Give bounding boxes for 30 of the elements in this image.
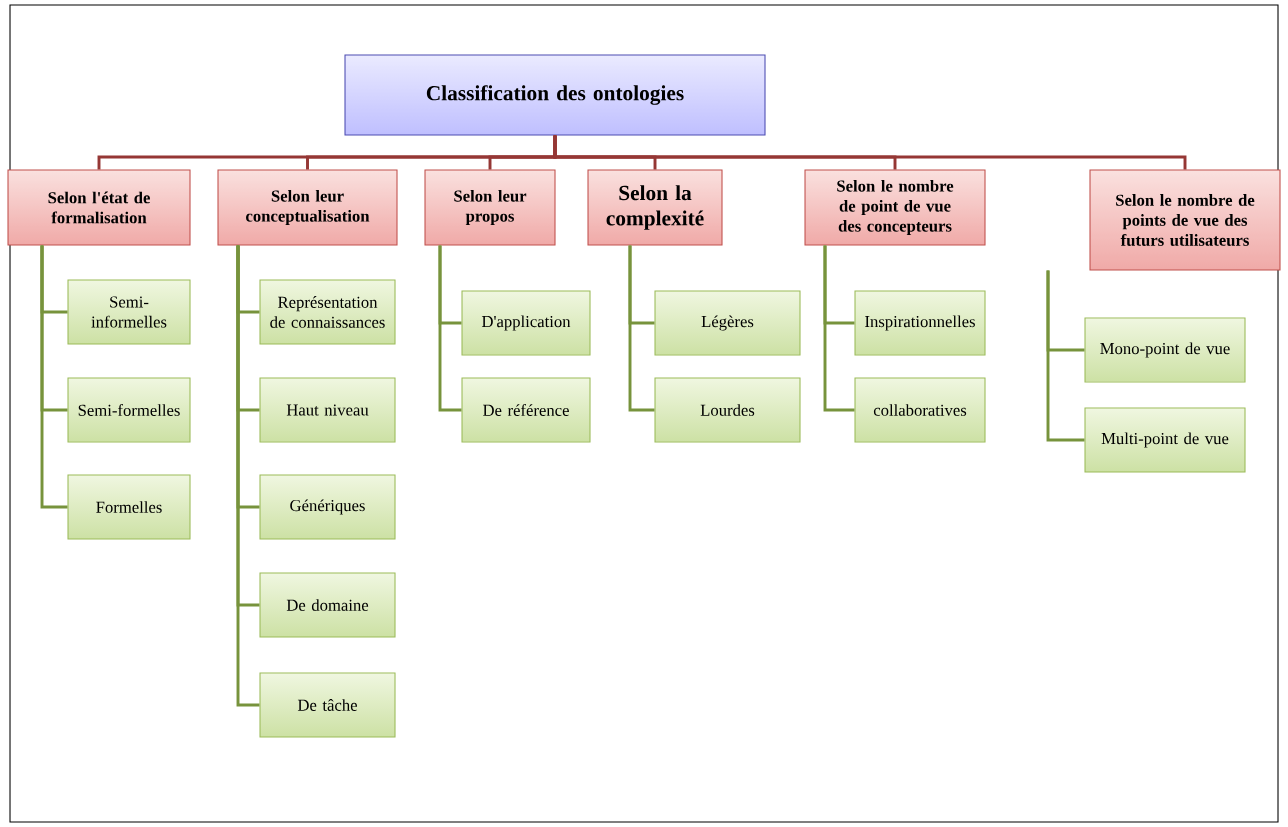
item-box: Semi-informelles <box>67 279 191 345</box>
item-box: Légères <box>654 290 801 356</box>
item-box: D'application <box>461 290 591 356</box>
item-box: Lourdes <box>654 377 801 443</box>
connector <box>1046 270 1085 442</box>
category-box: Selon la complexité <box>587 169 723 246</box>
connector <box>823 245 855 412</box>
category-box: Selon leur conceptualisation <box>217 169 398 246</box>
item-box: Représentation de connaissances <box>259 279 396 345</box>
item-box: Formelles <box>67 474 191 540</box>
item-box: De tâche <box>259 672 396 738</box>
item-box: collaboratives <box>854 377 986 443</box>
title-box: Classification des ontologies <box>344 54 766 136</box>
item-box: De domaine <box>259 572 396 638</box>
category-box: Selon l'état de formalisation <box>7 169 191 246</box>
category-box: Selon leur propos <box>424 169 556 246</box>
item-box: Haut niveau <box>259 377 396 443</box>
item-box: De référence <box>461 377 591 443</box>
item-box: Mono-point de vue <box>1084 317 1246 383</box>
connector <box>438 245 462 412</box>
connector <box>40 245 68 509</box>
item-box: Génériques <box>259 474 396 540</box>
connector <box>628 245 655 412</box>
category-box: Selon le nombre de point de vue des concepteurs <box>804 169 986 246</box>
item-box: Multi-point de vue <box>1084 407 1246 473</box>
connector <box>553 135 1187 170</box>
item-box: Inspirationnelles <box>854 290 986 356</box>
item-box: Semi-formelles <box>67 377 191 443</box>
connector <box>236 245 260 707</box>
category-box: Selon le nombre de points de vue des futurs utilisateurs <box>1089 169 1281 271</box>
